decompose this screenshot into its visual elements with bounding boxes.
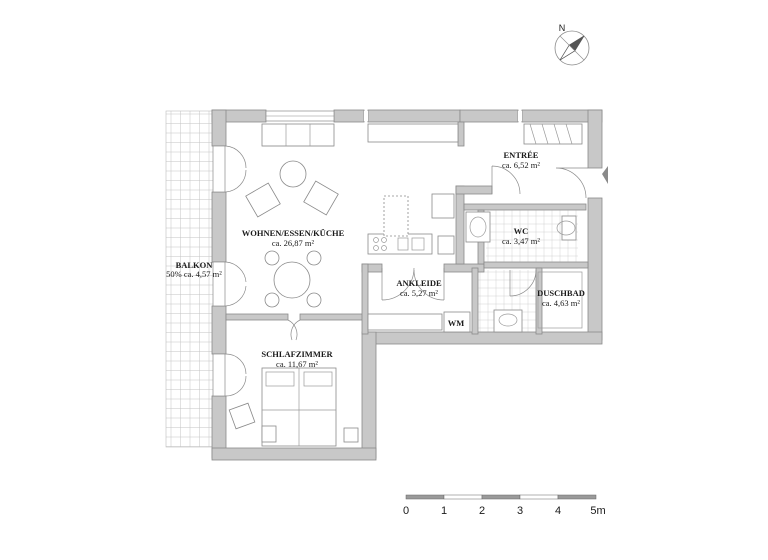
scale-tick-3: 3 [517, 505, 523, 517]
compass-needle-icon [559, 35, 585, 61]
compass: N [554, 23, 590, 66]
label-schlafzimmer: SCHLAFZIMMER [261, 349, 333, 359]
area-wc: ca. 3,47 m² [502, 236, 540, 246]
balcony-floor [165, 110, 215, 448]
scale-bar: 0 1 2 3 4 5m [403, 494, 606, 517]
scale-tick-0: 0 [403, 505, 409, 517]
label-balkon: BALKON [176, 260, 214, 270]
label-ankleide: ANKLEIDE [396, 278, 442, 288]
furniture [228, 123, 583, 447]
room-labels: WOHNEN/ESSEN/KÜCHE ca. 26,87 m² ENTRÉE c… [166, 150, 585, 369]
scale-tick-4: 4 [555, 505, 561, 517]
scale-tick-2: 2 [479, 505, 485, 517]
label-duschbad: DUSCHBAD [537, 288, 585, 298]
area-schlafzimmer: ca. 11,67 m² [276, 359, 318, 369]
scale-tick-5: 5m [590, 505, 605, 517]
area-wohnen: ca. 26,87 m² [272, 238, 315, 248]
windows [212, 110, 522, 397]
area-balkon: 50% ca. 4,57 m² [166, 269, 222, 279]
area-ankleide: ca. 5,27 m² [400, 288, 438, 298]
label-wc: WC [514, 226, 529, 236]
area-duschbad: ca. 4,63 m² [542, 298, 580, 308]
walls [211, 109, 603, 461]
scale-tick-1: 1 [441, 505, 447, 517]
label-wohnen: WOHNEN/ESSEN/KÜCHE [242, 228, 345, 238]
label-wm: WM [448, 318, 465, 328]
compass-north-label: N [559, 23, 566, 33]
area-entree: ca. 6,52 m² [502, 160, 540, 170]
label-entree: ENTRÉE [504, 150, 539, 160]
doors [225, 145, 608, 397]
